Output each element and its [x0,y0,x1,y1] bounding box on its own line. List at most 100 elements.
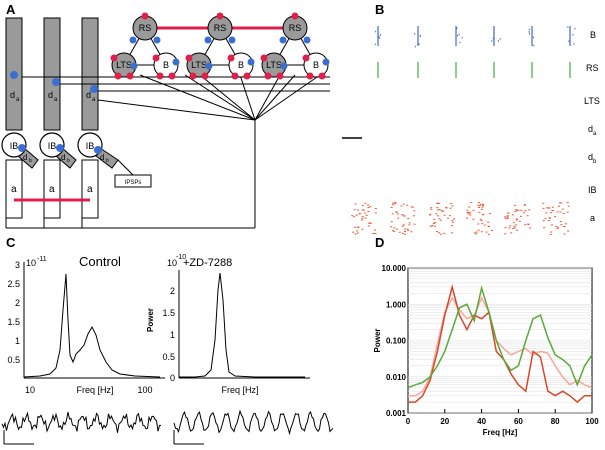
raster-a-spike [510,232,513,234]
raster-a-spike [504,233,507,235]
raster-a-spike [404,230,407,232]
raster-a-spike [430,207,433,209]
distal-label-2-sub: b [67,158,70,164]
zd-xlabel: Freq [Hz] [221,385,258,395]
raster-a-spike [478,204,481,206]
raster-b-spike [497,40,499,42]
raster-a-spike [441,210,444,212]
raster-a-spike [438,209,441,211]
zd-title: +ZD-7288 [183,257,232,269]
raster-a-spike [369,222,372,224]
lfp-trace-control [1,411,162,433]
dendrite-label-3-sub: a [92,97,96,103]
raster-a-spike [524,210,527,212]
distal-label-1: d [23,153,27,162]
raster-a-spike [364,212,367,214]
raster-a-spike [390,226,393,228]
raster-a-spike [358,213,361,215]
lfp-traces [1,409,334,445]
raster-a-spike [543,227,546,229]
inhibitory-synapses [110,12,326,80]
spike-raster [342,26,576,235]
raster-a-spike [513,227,516,229]
control-ytick-0: 3 [15,260,20,270]
raster-a-spike [436,207,439,209]
ib-label-3: IB [86,141,95,151]
raster-a-spike [511,214,514,216]
chart-ytick: 10.000 [382,264,407,273]
zd-ytick-0: 2 [170,286,175,296]
b-label-2: B [238,60,244,70]
dendrite-label-3: d [86,90,91,100]
raster-a-spike [550,212,553,214]
raster-a-spike [551,210,554,212]
raster-a-spike [512,222,515,224]
raster-a-spike [560,202,563,204]
raster-a-spike [410,206,413,208]
raster-a-spike [480,231,483,233]
raster-a-spike [429,225,432,227]
raster-a-spike [542,220,545,222]
raster-a-spike [524,224,527,226]
raster-a-spike [516,210,519,212]
raster-a-spike [512,228,515,230]
panel-letter-d: D [375,235,385,250]
chart-xtick: 40 [477,417,486,426]
raster-a-spike [434,225,437,227]
raster-a-spike [449,207,452,209]
chart-series-line [408,296,593,397]
raster-a-spike [394,202,397,204]
raster-a-spike [428,214,431,216]
raster-b-spike [499,38,501,40]
raster-a-spike [413,223,416,225]
raster-a-spike [528,209,531,211]
chart-xtick: 80 [551,417,560,426]
raster-a-spike [369,206,372,208]
chart-series-line [408,284,592,404]
dendrite-label-2-sub: a [54,97,58,103]
raster-a-spike [367,210,370,212]
raster-a-spike [562,212,565,214]
dendrite-label-1: d [10,90,15,100]
raster-a-spike [480,208,483,210]
control-xtick-1: 100 [137,385,152,395]
raster-a-spike [567,205,570,207]
raster-a-spike [526,215,529,217]
raster-a-spike [448,215,451,217]
raster-a-spike [489,213,492,215]
raster-a-spike [520,209,523,211]
raster-a-spike [545,207,548,209]
raster-a-spike [477,204,480,206]
raster-a-spike [561,208,564,210]
raster-a-spike [356,232,359,234]
raster-a-spike [466,209,469,211]
raster-a-spike [557,205,560,207]
raster-a-spike [430,208,433,210]
raster-b-spike [528,33,530,35]
raster-a-spike [481,223,484,225]
raster-b-spike [378,36,380,38]
raster-a-spike [356,209,359,211]
raster-a-spike [353,209,356,211]
raster-a-spike [438,218,441,220]
raster-a-spike [488,226,491,228]
raster-a-spike [523,204,526,206]
excitatory-synapses [10,36,330,154]
raster-a-spike [435,213,438,215]
zd-ytick-4: 0 [170,373,175,383]
raster-a-spike [564,223,567,225]
raster-a-spike [549,217,552,219]
raster-a-spike [410,231,413,233]
lts-label-3: LTS [266,60,282,70]
raster-a-spike [522,212,525,214]
dendrite-bars [5,17,99,131]
raster-a-spike [408,224,411,226]
raster-b-spike [458,33,460,36]
raster-a-spike [407,217,410,219]
chart-series-line [407,285,593,389]
raster-a-spike [401,214,404,216]
control-ytick-5: 0.5 [7,355,20,365]
raster-a-spike [367,207,370,209]
microcircuit-1 [111,15,179,78]
raster-a-spike [413,210,416,212]
